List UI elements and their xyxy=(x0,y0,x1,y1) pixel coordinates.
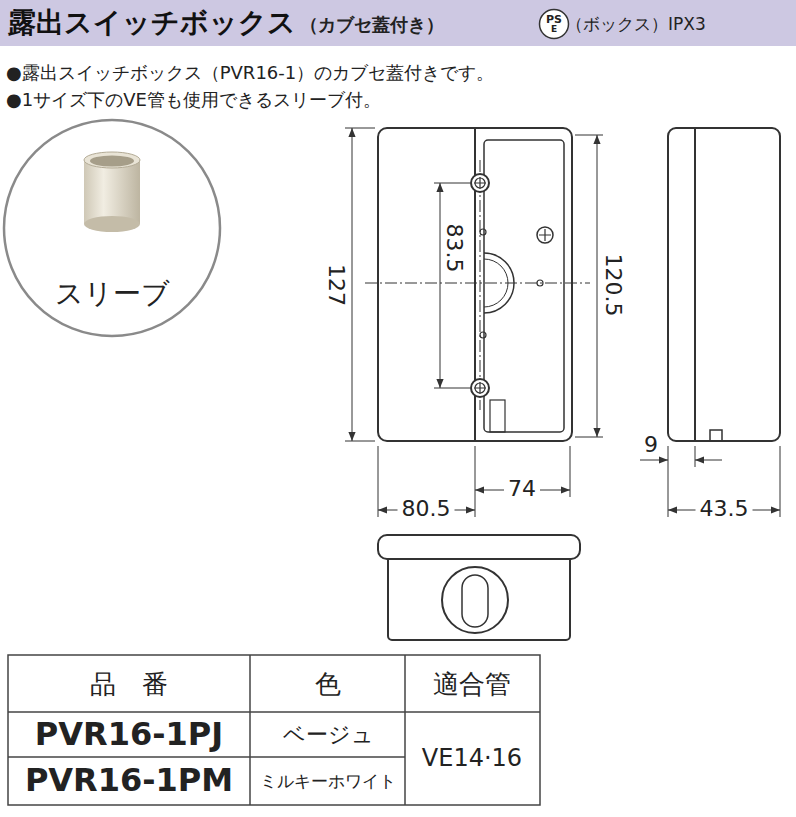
front-view-part xyxy=(475,178,485,188)
table-cell: 品 番 xyxy=(90,670,168,699)
dimension-value: 120.5 xyxy=(601,254,625,317)
front-view-part xyxy=(474,177,486,189)
dimension-value: 127 xyxy=(324,264,348,306)
front-view-part xyxy=(378,128,572,441)
table-cell: ミルキーホワイト xyxy=(260,772,396,791)
sleeve-rim xyxy=(84,152,140,168)
note-text: （ボックス）IPX3 xyxy=(566,15,706,34)
dimension-lines-part xyxy=(440,183,441,388)
dimension-lines-part xyxy=(575,135,603,437)
dimension-value: 83.5 xyxy=(442,224,466,273)
front-view-part xyxy=(471,379,489,397)
bottom-view-part xyxy=(378,535,580,559)
title-bar xyxy=(0,0,796,46)
table-cell: PVR16-1PJ xyxy=(35,717,223,752)
dimension-value: 74 xyxy=(504,477,540,501)
spec-table-part xyxy=(8,711,540,713)
dimension-lines-part xyxy=(597,135,598,437)
side-view xyxy=(668,128,780,441)
side-view-part xyxy=(710,430,722,441)
sleeve-body xyxy=(84,160,140,224)
dimension-lines-part xyxy=(345,128,375,441)
table-cell: 色 xyxy=(315,670,341,699)
front-view-part xyxy=(475,383,485,393)
front-view-part xyxy=(480,332,486,338)
spec-table-part xyxy=(8,756,405,758)
note-text: ●露出スイッチボックス（PVR16-1）のカブセ蓋付きです。 xyxy=(6,63,494,83)
mark-letters: E xyxy=(551,25,557,34)
side-view-part xyxy=(694,128,696,441)
sleeve-picture xyxy=(84,152,140,232)
front-view-part xyxy=(484,259,508,307)
bottom-view-part xyxy=(442,567,508,633)
spec-table-part xyxy=(8,655,540,805)
dimension-lines-part xyxy=(695,460,722,461)
sleeve-hole xyxy=(90,156,134,167)
table-cell: PVR16-1PM xyxy=(25,763,233,798)
page-title: 露出スイッチボックス xyxy=(8,8,296,39)
title-bar-part xyxy=(0,0,796,46)
front-view-part xyxy=(480,229,486,235)
dimension-lines-part xyxy=(434,183,470,388)
dimension-lines-part xyxy=(352,128,353,441)
table-cell: ベージュ xyxy=(283,723,374,747)
dimension-lines-part xyxy=(640,460,668,461)
note-text: （カブセ蓋付き） xyxy=(300,15,444,35)
dimension-value: 43.5 xyxy=(696,497,753,521)
sleeve-circle: スリーブ xyxy=(2,118,222,338)
bottom-view-part xyxy=(388,556,570,640)
front-view-part xyxy=(484,253,514,313)
front-view-part xyxy=(474,382,486,394)
part-name: スリーブ xyxy=(55,279,170,308)
frame-circle xyxy=(4,120,220,336)
front-view-part xyxy=(471,174,489,192)
bottom-view xyxy=(378,535,580,640)
table-cell: VE14·16 xyxy=(422,745,522,771)
spec-table-part xyxy=(249,655,251,805)
spec-table xyxy=(8,655,540,805)
mark-letters: PS xyxy=(546,14,562,26)
bottom-view-part xyxy=(462,575,488,627)
dimension-lines xyxy=(345,128,780,517)
side-view-part xyxy=(668,128,780,441)
front-view-part xyxy=(537,227,553,243)
front-view-part xyxy=(539,229,551,241)
pse-ring xyxy=(540,10,569,39)
front-view-part xyxy=(365,283,590,284)
front-view-part xyxy=(484,140,564,432)
spec-table-part xyxy=(404,655,406,805)
sleeve-bottom xyxy=(84,216,140,232)
note-text: ●1サイズ下のVE管も使用できるスリーブ付。 xyxy=(6,90,381,110)
front-view-part xyxy=(490,400,505,432)
table-cell: 適合管 xyxy=(433,670,511,699)
front-view-part xyxy=(537,280,543,286)
dimension-value: 80.5 xyxy=(398,497,455,521)
front-view-part xyxy=(480,160,481,410)
pse-mark: PSE xyxy=(538,8,570,40)
front-view xyxy=(365,128,590,441)
dimension-value: 9 xyxy=(644,433,658,457)
